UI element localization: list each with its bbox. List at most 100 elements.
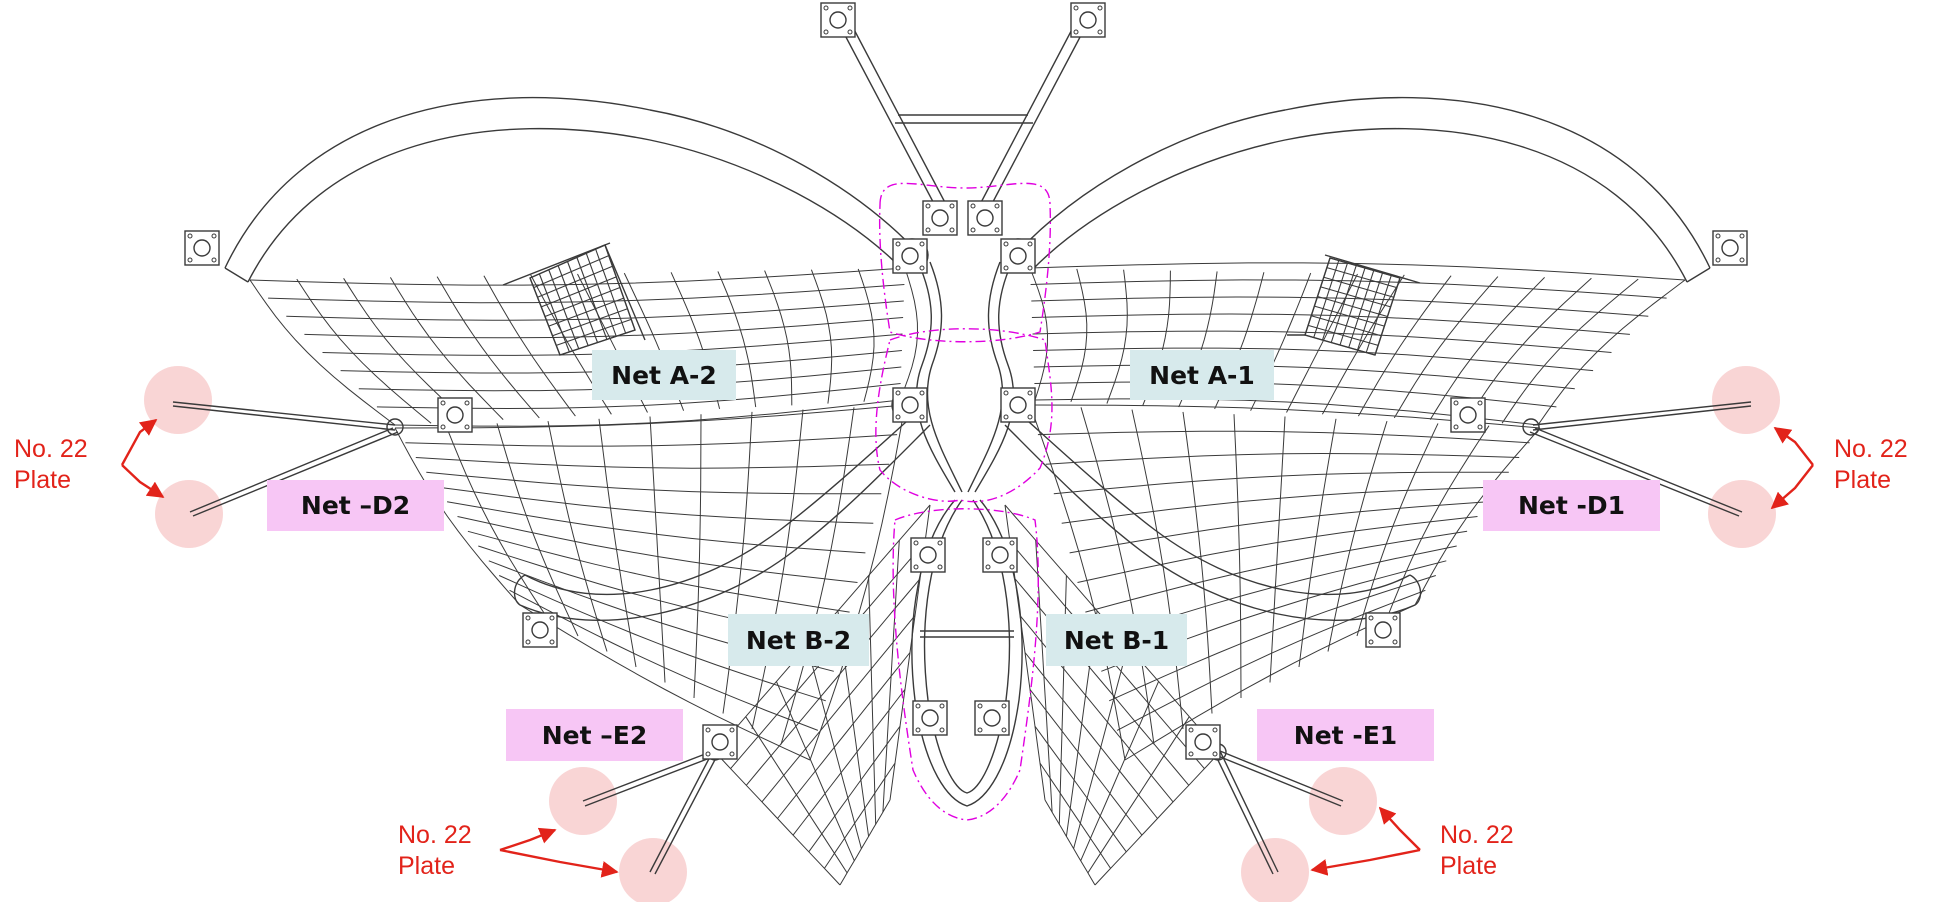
callout-right-upper: No. 22 Plate bbox=[1834, 434, 1908, 496]
mesh-line bbox=[547, 421, 608, 652]
mesh-line bbox=[1033, 364, 1575, 390]
mesh-line bbox=[1069, 501, 1488, 554]
callout-line: No. 22 bbox=[14, 435, 88, 463]
mesh-line bbox=[436, 486, 874, 524]
mesh-line bbox=[1080, 407, 1155, 745]
mesh-line bbox=[1131, 409, 1184, 730]
mesh-line bbox=[394, 399, 901, 427]
mesh-line bbox=[436, 276, 540, 419]
walkway-grid-line bbox=[576, 257, 608, 340]
mesh-line bbox=[792, 689, 906, 836]
mesh-line bbox=[249, 279, 396, 426]
net-mesh bbox=[249, 262, 1686, 886]
mesh-line bbox=[1032, 330, 1612, 353]
walkway-grid-line bbox=[544, 286, 621, 318]
net-a2-label: Net A-2 bbox=[592, 350, 736, 400]
left-arch-tube-inner bbox=[247, 127, 906, 283]
mesh-line bbox=[426, 471, 882, 495]
mesh-line bbox=[1321, 274, 1405, 415]
walkway-grid-line bbox=[556, 318, 632, 346]
mesh-line bbox=[1429, 277, 1545, 420]
callout-line: No. 22 bbox=[1834, 435, 1908, 463]
walkway-grid-line bbox=[559, 329, 636, 356]
walkway-grid-line bbox=[1304, 334, 1376, 356]
mesh-line bbox=[1298, 418, 1337, 668]
mesh-line bbox=[1044, 799, 1096, 886]
net-a1-label: Net A-1 bbox=[1130, 350, 1274, 400]
mesh-line bbox=[1033, 347, 1594, 372]
walkway-grid-line bbox=[585, 253, 617, 337]
callout-arrows bbox=[120, 418, 1814, 878]
mesh-line bbox=[1039, 762, 1112, 869]
mesh-line bbox=[498, 575, 826, 702]
mesh-line bbox=[1106, 269, 1128, 404]
callout-line: Plate bbox=[14, 466, 71, 494]
plate-highlights bbox=[144, 366, 1780, 902]
left-lower-tube bbox=[524, 404, 926, 596]
net-d2-label: Net –D2 bbox=[267, 480, 444, 531]
mesh-line bbox=[598, 418, 637, 668]
mesh-line bbox=[899, 267, 919, 401]
left-arch-tube bbox=[224, 97, 921, 269]
walkway-grid-line bbox=[1307, 324, 1379, 346]
mesh-line bbox=[808, 726, 901, 853]
lower-loop bbox=[911, 499, 1023, 807]
walkway-grid-line bbox=[1374, 277, 1401, 356]
walkway-grid-line bbox=[1348, 270, 1375, 348]
right-lower-tube bbox=[1009, 404, 1411, 596]
cable-bottom-left-b bbox=[649, 750, 714, 873]
net-b1-label: Net B-1 bbox=[1046, 614, 1187, 666]
mesh-line bbox=[1393, 276, 1499, 419]
plate-highlight bbox=[1241, 838, 1309, 902]
mesh-line bbox=[1030, 279, 1667, 299]
mesh-line bbox=[304, 317, 904, 339]
walkway-grid-line bbox=[604, 244, 636, 331]
strut-top-left bbox=[837, 21, 941, 216]
center-spine-right bbox=[974, 261, 1015, 493]
net-b2-label: Net B-2 bbox=[728, 614, 869, 666]
cable-bottom-right-a bbox=[1219, 750, 1344, 802]
mesh-line bbox=[496, 423, 579, 637]
walkway-grid-line bbox=[1356, 272, 1384, 351]
mesh-line bbox=[394, 427, 521, 606]
mesh-line bbox=[296, 278, 432, 424]
mesh-line bbox=[467, 530, 850, 613]
cable-bottom-left-a bbox=[582, 750, 714, 802]
right-arch-tube-inner bbox=[1029, 127, 1688, 283]
right-arch-tube bbox=[1014, 97, 1711, 269]
mesh-line bbox=[1385, 425, 1490, 621]
walkway-grid-line bbox=[1317, 295, 1388, 318]
callout-right-lower: No. 22 Plate bbox=[1440, 820, 1514, 882]
mesh-line bbox=[1029, 262, 1686, 281]
mesh-line bbox=[649, 416, 666, 683]
net-e2-label: Net –E2 bbox=[506, 709, 683, 761]
mesh-line bbox=[1357, 275, 1452, 417]
mesh-line bbox=[1116, 589, 1426, 731]
net-e1-label: Net -E1 bbox=[1257, 709, 1434, 761]
mesh-line bbox=[1031, 296, 1649, 317]
net-d1-label: Net -D1 bbox=[1483, 480, 1660, 531]
mesh-line bbox=[810, 269, 833, 404]
mesh-line bbox=[1053, 471, 1509, 495]
mesh-line bbox=[1045, 452, 1520, 465]
strut-top-right bbox=[985, 21, 1089, 216]
mesh-line bbox=[1356, 423, 1439, 637]
mesh-line bbox=[1233, 414, 1242, 699]
cable-bottom-right-b bbox=[1219, 750, 1279, 873]
mesh-line bbox=[1501, 278, 1639, 424]
mesh-line bbox=[693, 414, 702, 699]
mesh-line bbox=[1014, 578, 1190, 786]
mesh-line bbox=[809, 404, 906, 761]
mesh-line bbox=[839, 799, 891, 886]
mesh-line bbox=[415, 457, 890, 469]
mesh-line bbox=[1024, 652, 1158, 819]
center-spine-left bbox=[915, 261, 956, 493]
mesh-line bbox=[780, 407, 855, 745]
mesh-line bbox=[857, 268, 875, 402]
plate-highlight bbox=[155, 480, 223, 548]
callout-line: No. 22 bbox=[398, 821, 472, 849]
mesh-line bbox=[751, 409, 804, 730]
callout-line: No. 22 bbox=[1440, 821, 1514, 849]
plate-highlight bbox=[619, 838, 687, 902]
